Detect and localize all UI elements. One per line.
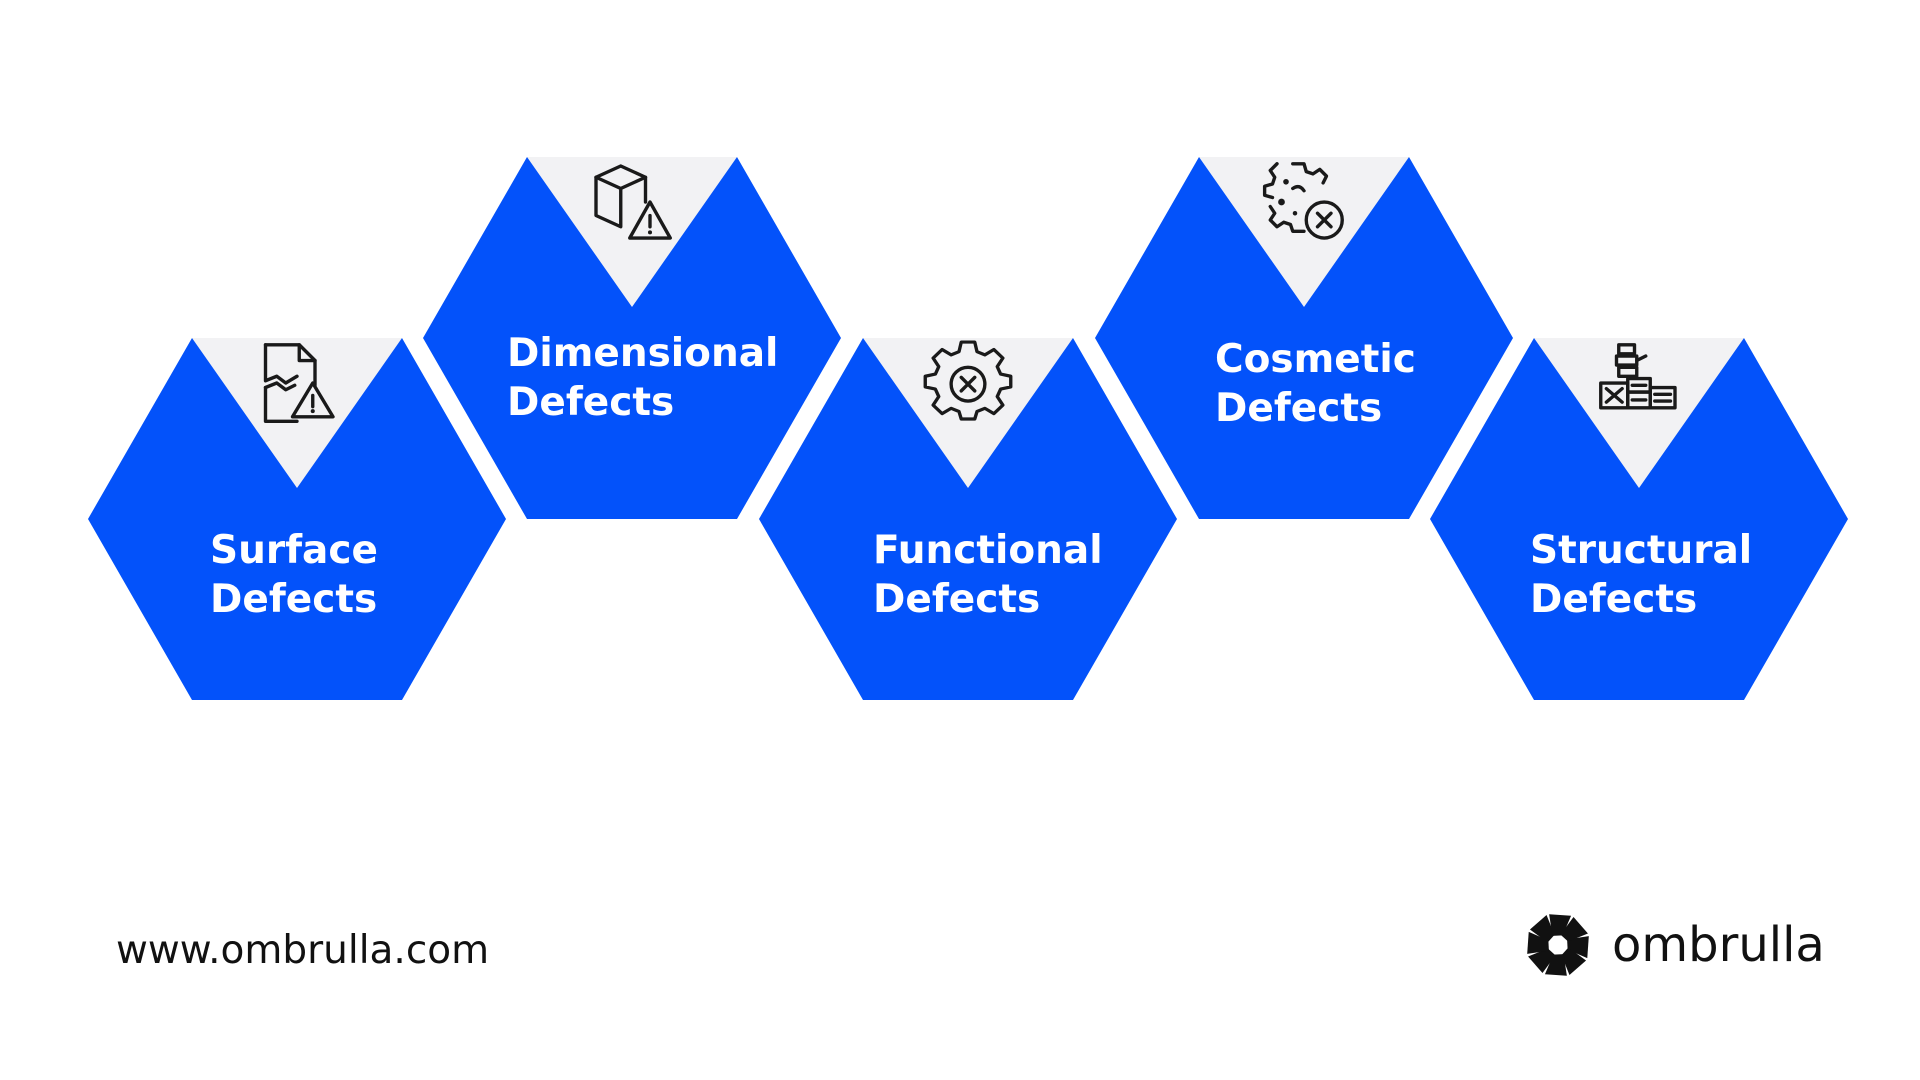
logo-petal bbox=[1529, 915, 1555, 943]
hex-label: Functional Defects bbox=[873, 526, 1103, 624]
logo-petal bbox=[1527, 931, 1549, 954]
gear-error-icon bbox=[923, 340, 1013, 421]
label-line-1: Dimensional bbox=[507, 331, 779, 376]
label-line-1: Cosmetic bbox=[1215, 337, 1416, 382]
hex-shape bbox=[1430, 338, 1848, 700]
label-line-2: Defects bbox=[210, 577, 378, 622]
brand-logo: ombrulla bbox=[1524, 910, 1825, 980]
building-blocks-error-icon bbox=[1599, 343, 1677, 410]
label-line-2: Defects bbox=[873, 577, 1041, 622]
website-url[interactable]: www.ombrulla.com bbox=[116, 928, 490, 973]
hex-label: Structural Defects bbox=[1530, 526, 1752, 624]
label-line-1: Functional bbox=[873, 528, 1103, 573]
box-warning-icon bbox=[594, 164, 672, 240]
ombrulla-logo-icon bbox=[1527, 914, 1589, 976]
label-line-1: Structural bbox=[1530, 528, 1753, 573]
hex-label: Surface Defects bbox=[210, 526, 378, 624]
hex-node-structural: Structural Defects bbox=[1430, 338, 1848, 700]
logo-petal bbox=[1528, 948, 1556, 974]
hex-node-cosmetic: Cosmetic Defects bbox=[1095, 157, 1513, 519]
stained-gear-error-icon bbox=[1262, 162, 1344, 240]
label-line-2: Defects bbox=[1530, 577, 1698, 622]
cracked-document-warning-icon bbox=[263, 343, 335, 423]
brand-name: ombrulla bbox=[1612, 917, 1825, 973]
label-line-1: Surface bbox=[210, 528, 378, 573]
logo-petal bbox=[1560, 916, 1588, 942]
hex-shape bbox=[759, 338, 1177, 700]
hex-node-dimensional: Dimensional Defects bbox=[423, 157, 841, 519]
hex-node-surface: Surface Defects bbox=[88, 338, 506, 700]
label-line-2: Defects bbox=[1215, 386, 1383, 431]
logo-petal bbox=[1561, 947, 1587, 975]
hex-node-functional: Functional Defects bbox=[759, 338, 1177, 700]
logo-petal bbox=[1544, 954, 1567, 976]
hex-label: Dimensional Defects bbox=[507, 329, 778, 427]
logo-petal bbox=[1567, 936, 1589, 959]
logo-petal bbox=[1549, 914, 1572, 936]
label-line-2: Defects bbox=[507, 380, 675, 425]
hex-shape bbox=[88, 338, 506, 700]
hex-label: Cosmetic Defects bbox=[1215, 335, 1416, 433]
